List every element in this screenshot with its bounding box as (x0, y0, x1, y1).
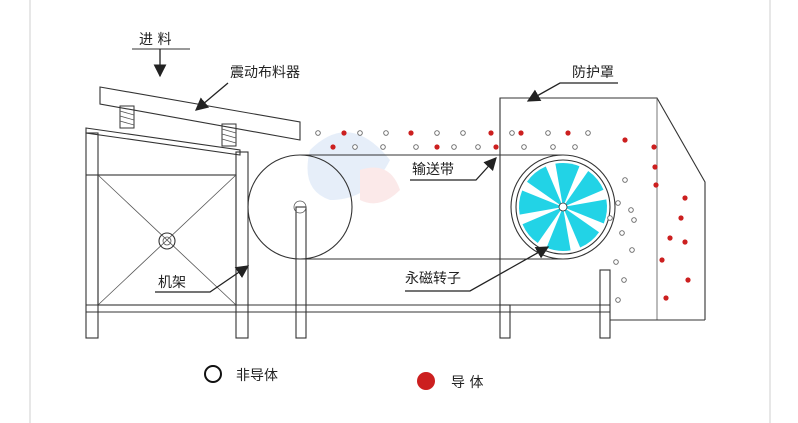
rotor-blade (522, 207, 563, 244)
conductor-particle (652, 164, 658, 170)
protective-cover-label: 防护罩 (572, 65, 614, 81)
conductor-particle (663, 295, 669, 301)
legend-non-conductor-label: 非导体 (236, 368, 278, 384)
legend-conductor-label: 导 体 (451, 375, 483, 391)
conductor-particle (682, 195, 688, 201)
non-conductor-particle (413, 144, 419, 150)
conductor-particle (678, 215, 684, 221)
conductor-particle (659, 257, 665, 263)
legend-non-conductor-marker (204, 365, 222, 383)
frame-structure (85, 132, 610, 339)
vibrating-feeder (85, 86, 301, 156)
non-conductor-particle (615, 200, 621, 206)
non-conductor-particle (451, 144, 457, 150)
non-conductor-particle (550, 144, 556, 150)
rotor-blade (563, 207, 600, 248)
non-conductor-particle (509, 130, 515, 136)
magnetic-rotor-label: 永磁转子 (405, 271, 461, 287)
non-conductor-particle (572, 144, 578, 150)
non-conductor-particle (475, 144, 481, 150)
frame-pointer (155, 265, 250, 293)
non-conductor-particle (357, 130, 363, 136)
non-conductor-particle (460, 130, 466, 136)
feed-label: 进 料 (139, 32, 171, 48)
protective-cover-pointer (526, 82, 618, 102)
non-conductor-particle (607, 215, 613, 221)
non-conductor-particle (631, 217, 637, 223)
non-conductor-particle (613, 259, 619, 265)
non-conductor-particle (629, 247, 635, 253)
non-conductor-particle (615, 297, 621, 303)
rotor-blade (563, 170, 604, 207)
vibrating-feeder-pointer (195, 82, 229, 111)
rotor-blades (519, 163, 607, 251)
legend-conductor-marker (417, 372, 435, 390)
non-conductor-particle (434, 130, 440, 136)
conductor-particle (667, 235, 673, 241)
conveyor-belt-pointer (410, 157, 497, 181)
legend: 非导体 导 体 (204, 365, 483, 391)
conductor-particle (622, 137, 628, 143)
frame-label: 机架 (158, 275, 186, 291)
rotor-blade (546, 207, 571, 251)
conductor-particle (408, 130, 414, 136)
watermark-logo (307, 132, 400, 204)
conductor-particle (651, 144, 657, 150)
magnetic-rotor-pointer (405, 246, 550, 292)
rotor-blade (563, 199, 607, 224)
conductor-particle (330, 144, 336, 150)
rotor-blade (519, 190, 563, 215)
conductor-particle (518, 130, 524, 136)
non-conductor-particle (315, 130, 321, 136)
vibrating-feeder-label: 震动布料器 (230, 65, 300, 81)
non-conductor-particle (383, 130, 389, 136)
conductor-particle (493, 144, 499, 150)
non-conductor-particle (380, 144, 386, 150)
conductor-particle (341, 130, 347, 136)
magnetic-rotor (515, 159, 611, 255)
feed-indicator: 进 料 (132, 32, 190, 78)
conveyor-belt (247, 154, 616, 260)
conductor-particle (565, 130, 571, 136)
conductor-particle (682, 239, 688, 245)
rotor-blade (526, 166, 563, 207)
conductor-particle (488, 130, 494, 136)
conveyor-belt-label: 输送带 (412, 162, 454, 178)
non-conductor-particle (352, 144, 358, 150)
protective-cover (499, 97, 706, 339)
conductor-particle (653, 182, 659, 188)
non-conductor-particle (621, 277, 627, 283)
non-conductor-particle (521, 144, 527, 150)
conductor-particle (685, 277, 691, 283)
material-particles (315, 130, 691, 303)
non-conductor-particle (628, 207, 634, 213)
non-conductor-particle (545, 130, 551, 136)
non-conductor-particle (619, 230, 625, 236)
conductor-particle (434, 144, 440, 150)
rotor-blade (555, 163, 580, 207)
non-conductor-particle (585, 130, 591, 136)
non-conductor-particle (622, 177, 628, 183)
